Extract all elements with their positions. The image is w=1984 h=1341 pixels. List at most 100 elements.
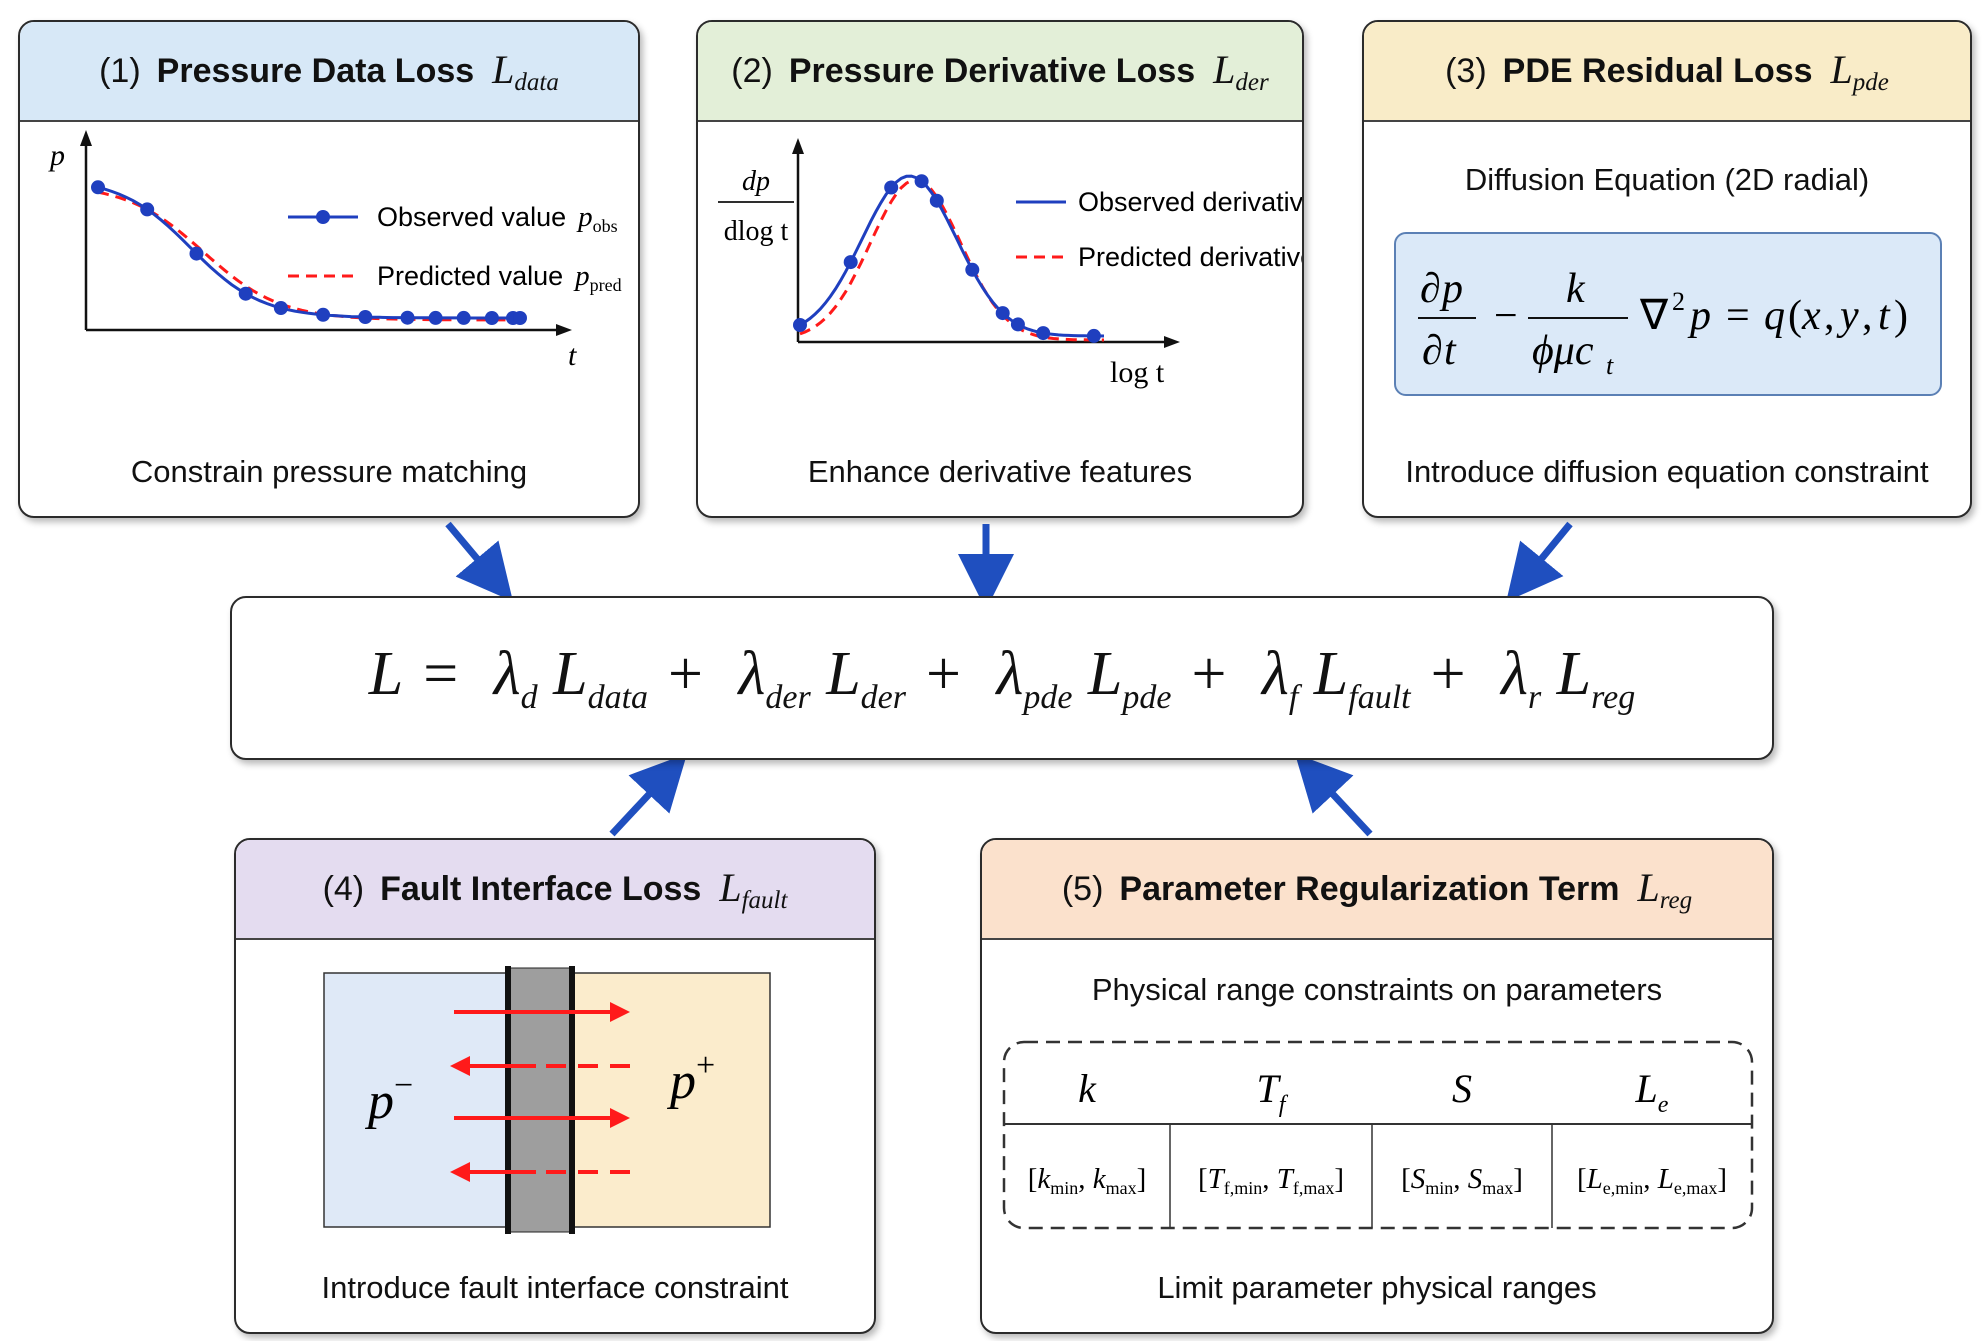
svg-text:x: x: [1801, 293, 1821, 339]
observed-point: [238, 286, 253, 301]
svg-text:∇: ∇: [1639, 293, 1669, 339]
y-axis-label-denominator: dlog t: [724, 216, 789, 247]
table-border: [1002, 1040, 1754, 1230]
range-subtitle: Physical range constraints on parameters: [1091, 972, 1663, 1007]
observed-point: [91, 180, 105, 195]
observed-point: [140, 202, 155, 217]
arrow-panel1-to-equation: [445, 521, 514, 602]
svg-text:y: y: [1836, 293, 1859, 339]
equation-subtitle: Diffusion Equation (2D radial): [1464, 162, 1870, 197]
fault-zone: [507, 967, 573, 1233]
observed-point: [884, 180, 899, 195]
observed-point: [1010, 317, 1025, 332]
term-reg: λr Lreg: [1501, 640, 1636, 716]
observed-point: [995, 306, 1010, 321]
term-data: λd Ldata: [493, 640, 649, 716]
observed-point: [484, 311, 499, 325]
svg-text:k: k: [1566, 266, 1586, 312]
param-range-tf: [Tf,min, Tf,max]: [1198, 1163, 1344, 1198]
observed-point: [1036, 326, 1051, 341]
observed-point: [914, 174, 929, 189]
param-range-s: [Smin, Smax]: [1401, 1163, 1523, 1198]
svg-text:p: p: [1439, 266, 1463, 312]
arrow-panel3-to-equation: [1506, 521, 1573, 602]
legend-predicted-label: Predicted derivative: [1078, 242, 1304, 272]
panel-caption: Introduce diffusion equation constraint: [1405, 454, 1929, 489]
total-loss-equation-box: L= λd Ldata+ λder Lder+ λpde Lpde+ λf Lf…: [230, 596, 1774, 760]
right-pressure-label: p+: [666, 1047, 715, 1110]
observed-point: [513, 311, 527, 325]
term-der: λder Lder: [738, 640, 907, 716]
observed-point: [843, 255, 858, 270]
fault-interface-diagram: p− p+: [323, 966, 771, 1234]
panel-header: (5) Parameter Regularization Term Lreg: [982, 840, 1772, 940]
arrow-panel4-to-equation: [609, 753, 688, 837]
panel-title: Fault Interface Loss: [380, 869, 702, 908]
fault-interface-loss-panel: (4) Fault Interface Loss Lfault p− p+ In…: [234, 838, 876, 1334]
y-axis-label-numerator: dp: [742, 166, 770, 197]
legend-observed-label: Observed derivative: [1078, 187, 1304, 217]
param-header-s: S: [1452, 1066, 1472, 1111]
total-loss-equation: L= λd Ldata+ λder Lder+ λpde Lpde+ λf Lf…: [368, 640, 1636, 716]
observed-point: [1086, 328, 1101, 343]
panel-caption: Enhance derivative features: [807, 454, 1193, 489]
predicted-derivative-series: [799, 178, 1104, 342]
term-fault: λf Lfault: [1261, 640, 1411, 716]
panel-title: Pressure Derivative Loss: [788, 51, 1196, 90]
left-region: [323, 972, 509, 1228]
panel-title: Pressure Data Loss: [156, 51, 475, 90]
svg-text:∂: ∂: [1420, 266, 1441, 312]
predicted-series: [97, 190, 520, 322]
observed-point: [456, 310, 471, 325]
svg-text:−: −: [1494, 293, 1518, 339]
param-header-le: Le: [1635, 1066, 1669, 1118]
panel-title: Parameter Regularization Term: [1119, 869, 1620, 908]
observed-point: [793, 318, 807, 332]
svg-text:ϕμc: ϕμc: [1532, 328, 1594, 374]
param-range-k: [kmin, kmax]: [1028, 1163, 1147, 1198]
observed-point: [929, 193, 944, 208]
param-range-le: [Le,min, Le,max]: [1577, 1163, 1727, 1198]
observed-series: [97, 185, 520, 320]
parameter-range-table: k Tf S Le [kmin, kmax] [Tf,min, Tf,max] …: [1002, 1040, 1754, 1230]
panel-symbol: Lder: [1213, 46, 1269, 96]
svg-text:∂: ∂: [1422, 328, 1443, 374]
panel-title: PDE Residual Loss: [1502, 51, 1813, 90]
svg-text:=: =: [1726, 293, 1750, 339]
panel-header: (2) Pressure Derivative Loss Lder: [698, 22, 1302, 122]
term-pde: λpde Lpde: [996, 640, 1172, 716]
svg-text:(: (: [1788, 293, 1802, 339]
left-pressure-label: p−: [364, 1067, 413, 1130]
observed-point: [965, 262, 980, 277]
observed-point: [358, 310, 373, 324]
pressure-data-loss-panel: (1) Pressure Data Loss Ldata p t Observe…: [18, 20, 640, 518]
panel-symbol: Lfault: [719, 864, 788, 914]
panel-header: (4) Fault Interface Loss Lfault: [236, 840, 874, 940]
x-axis-label: log t: [1110, 356, 1165, 389]
param-header-k: k: [1078, 1066, 1097, 1111]
svg-text:): ): [1894, 293, 1908, 339]
svg-text:t: t: [1878, 293, 1891, 339]
observed-point: [189, 246, 204, 261]
panel-caption: Limit parameter physical ranges: [1157, 1270, 1597, 1305]
observed-point: [316, 307, 331, 322]
panel-caption: Introduce fault interface constraint: [321, 1270, 789, 1305]
panel-number: (4): [322, 869, 365, 908]
panel-number: (5): [1061, 869, 1104, 908]
panel-number: (2): [731, 51, 773, 90]
svg-text:t: t: [1606, 351, 1614, 380]
observed-point: [273, 301, 288, 315]
panel-caption: Constrain pressure matching: [130, 454, 528, 489]
panel-header: (3) PDE Residual Loss Lpde: [1364, 22, 1970, 122]
panel-number: (1): [99, 51, 141, 90]
derivative-plot: dp dlog t log t Observed derivative Pred…: [718, 138, 1304, 389]
svg-text:2: 2: [1672, 287, 1685, 316]
y-axis-label: p: [48, 139, 65, 172]
right-region: [571, 972, 771, 1228]
panel-number: (3): [1445, 51, 1487, 90]
parameter-regularization-panel: (5) Parameter Regularization Term Lreg P…: [980, 838, 1774, 1334]
